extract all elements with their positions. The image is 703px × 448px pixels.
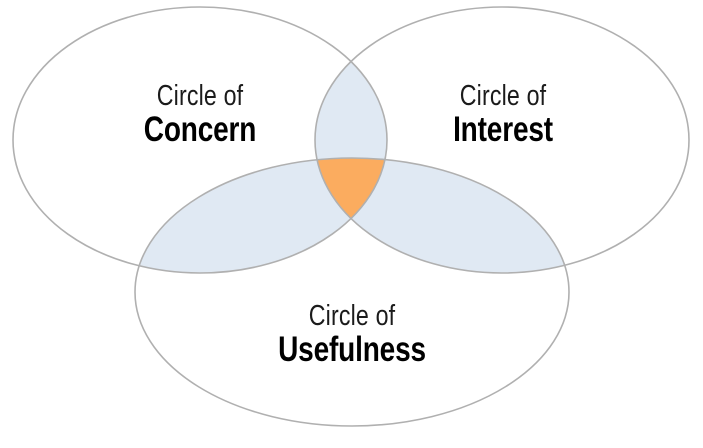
label-circle-of-interest: Circle of Interest [303,80,703,149]
label-circle-of-concern: Circle of Concern [0,80,400,149]
label-concern-line2: Concern [143,110,257,149]
overlap-concern-usefulness [135,158,387,273]
label-circle-of-usefulness: Circle of Usefulness [152,300,552,369]
label-usefulness-line2: Usefulness [278,330,426,369]
label-usefulness-line1: Circle of [308,300,396,332]
circle-outline-concern[interactable] [12,6,388,274]
label-interest-line2: Interest [453,110,553,149]
label-concern-line1: Circle of [156,80,244,112]
circle-outline-interest[interactable] [314,6,690,274]
set-outlines [12,6,690,427]
label-interest-line1: Circle of [459,80,547,112]
overlap-interest-usefulness [315,158,569,273]
circle-outline-usefulness[interactable] [134,157,570,427]
